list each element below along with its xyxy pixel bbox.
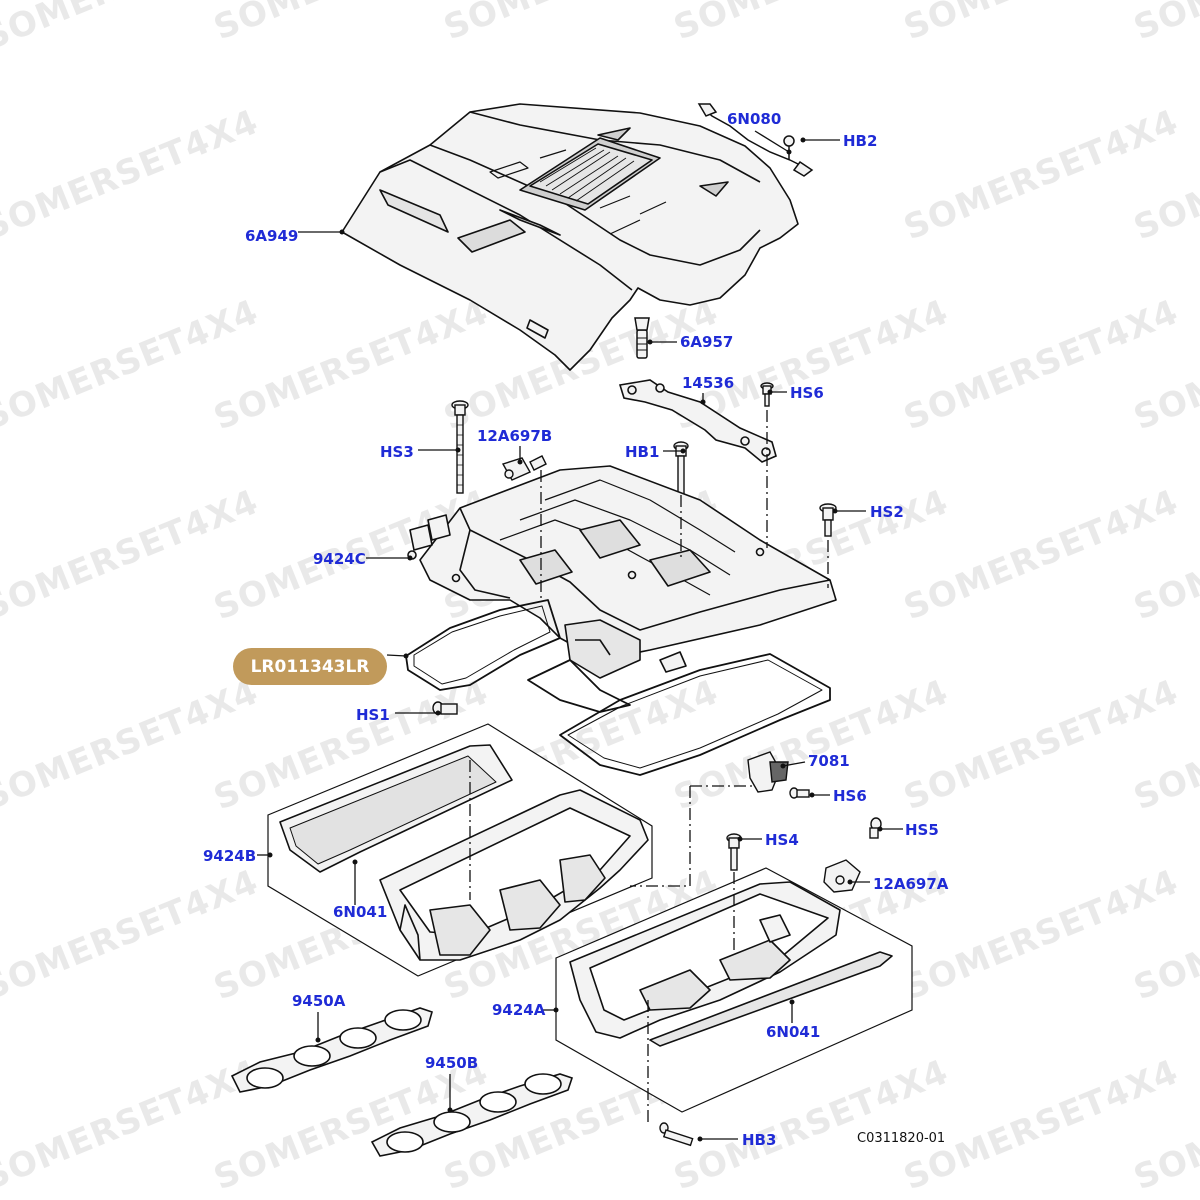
leader-line xyxy=(754,130,790,153)
leader-dot xyxy=(800,137,806,143)
leader-dot xyxy=(647,339,653,345)
label-9424b[interactable]: 9424B xyxy=(203,847,256,865)
leader-dot xyxy=(352,859,358,865)
bolt-hs3 xyxy=(451,400,469,494)
label-9450b[interactable]: 9450B xyxy=(425,1054,478,1072)
leader-line xyxy=(386,654,407,657)
watermark-text: SOMERSET4X4 xyxy=(1128,0,1200,48)
leader-dot xyxy=(447,1107,453,1113)
manifold-lower-right-part xyxy=(555,867,913,1113)
bracket-part xyxy=(618,379,777,463)
label-9450a[interactable]: 9450A xyxy=(292,992,346,1010)
engine-cover-part xyxy=(341,103,799,371)
leader-dot xyxy=(737,836,743,842)
leader-dot xyxy=(517,459,523,465)
label-6n041-right[interactable]: 6N041 xyxy=(766,1023,820,1041)
bolt-hs5 xyxy=(869,817,882,839)
bolt-hb3 xyxy=(659,1122,694,1147)
label-hb2[interactable]: HB2 xyxy=(843,132,877,150)
part-number-badge[interactable]: LR011343LR xyxy=(233,648,387,685)
label-hs2[interactable]: HS2 xyxy=(870,503,904,521)
label-hb3[interactable]: HB3 xyxy=(742,1131,776,1149)
label-hs1[interactable]: HS1 xyxy=(356,706,390,724)
callout-labels: 6N080 HB2 6A949 6A957 14536 HS6 HS3 12A6… xyxy=(203,110,949,1149)
leader-dot xyxy=(809,792,815,798)
leader-dot xyxy=(315,1037,321,1043)
label-6n080[interactable]: 6N080 xyxy=(727,110,781,128)
label-9424a[interactable]: 9424A xyxy=(492,1001,546,1019)
gasket-set-part xyxy=(405,599,831,776)
badge-background xyxy=(233,648,387,685)
leader-dot xyxy=(680,448,686,454)
leader-dot xyxy=(786,149,792,155)
label-hs4[interactable]: HS4 xyxy=(765,831,799,849)
manifold-lower-left-part xyxy=(267,723,653,977)
label-7081[interactable]: 7081 xyxy=(808,752,850,770)
leader-dot xyxy=(767,389,773,395)
label-6n041-left[interactable]: 6N041 xyxy=(333,903,387,921)
watermark-text: SOMERSET4X4 xyxy=(0,102,264,249)
figure-code: C0311820-01 xyxy=(857,1131,945,1146)
exhaust-gasket-9450a xyxy=(230,1007,433,1093)
label-hs6-top[interactable]: HS6 xyxy=(790,384,824,402)
label-hs3[interactable]: HS3 xyxy=(380,443,414,461)
wiring-harness-part xyxy=(697,103,814,177)
leader-dot xyxy=(780,763,786,769)
label-hb1[interactable]: HB1 xyxy=(625,443,659,461)
leader-dot xyxy=(403,653,409,659)
bolt-hs6-mid xyxy=(789,787,810,799)
label-9424c[interactable]: 9424C xyxy=(313,550,366,568)
badge-label: LR011343LR xyxy=(251,657,370,677)
label-12a697a[interactable]: 12A697A xyxy=(873,875,949,893)
leader-dot xyxy=(847,879,853,885)
leader-dot xyxy=(553,1007,559,1013)
exhaust-gasket-9450b xyxy=(370,1073,574,1157)
leader-dot xyxy=(697,1136,703,1142)
label-12a697b[interactable]: 12A697B xyxy=(477,427,552,445)
label-hs6-mid[interactable]: HS6 xyxy=(833,787,867,805)
leader-dot xyxy=(700,399,706,405)
bolts-group xyxy=(432,382,882,1147)
bolt-hs2 xyxy=(819,503,837,537)
leader-dot xyxy=(877,826,883,832)
leader-line xyxy=(782,761,806,767)
breather-valve-part xyxy=(634,317,650,359)
sensor-12a697a xyxy=(823,859,861,893)
alignment-lines xyxy=(469,410,829,1124)
leader-dot xyxy=(832,508,838,514)
leader-lines xyxy=(257,130,903,1142)
sensor-12a697b xyxy=(501,455,547,481)
leader-dot xyxy=(407,555,413,561)
leader-dot xyxy=(339,229,345,235)
leader-dot xyxy=(267,852,273,858)
leader-dot xyxy=(789,999,795,1005)
leader-dot xyxy=(435,710,441,716)
label-hs5[interactable]: HS5 xyxy=(905,821,939,839)
leader-dot xyxy=(455,447,461,453)
label-6a949[interactable]: 6A949 xyxy=(245,227,298,245)
label-6a957[interactable]: 6A957 xyxy=(680,333,733,351)
label-14536[interactable]: 14536 xyxy=(682,374,734,392)
